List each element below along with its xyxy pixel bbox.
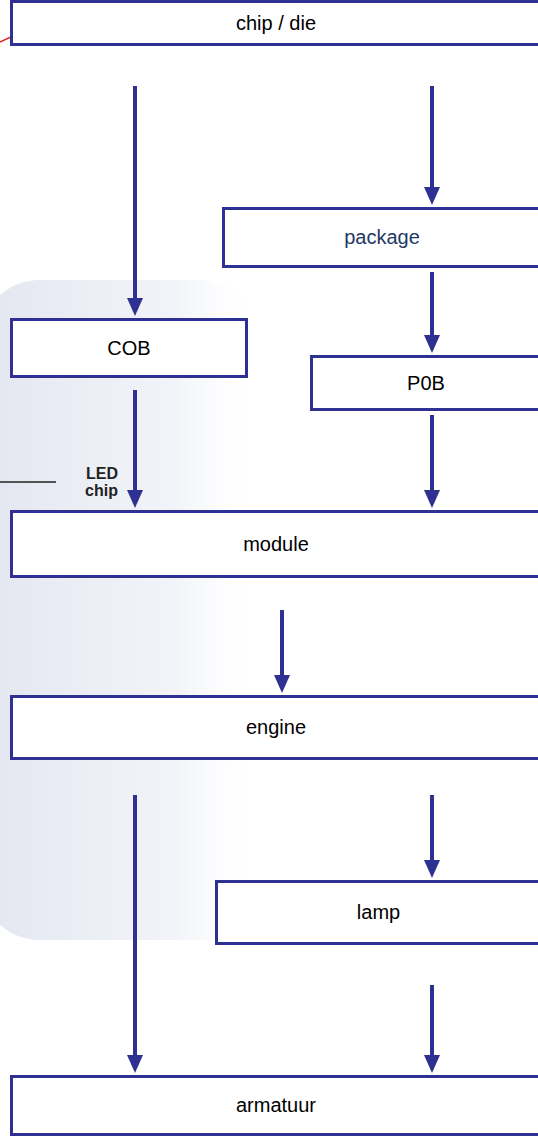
flow-arrow [127, 390, 143, 508]
process-box: COB [10, 318, 248, 378]
flow-arrow [424, 272, 440, 353]
box-label: engine [246, 716, 306, 739]
flow-arrow [274, 610, 290, 693]
flow-arrow [424, 795, 440, 878]
led-shape [0, 280, 260, 940]
box-label: armatuur [236, 1094, 316, 1117]
process-box: lamp [215, 880, 538, 945]
arrow-head [424, 1055, 440, 1073]
process-box: module [10, 510, 538, 578]
arrow-shaft [430, 795, 434, 862]
arrow-head [127, 490, 143, 508]
box-label: COB [107, 337, 150, 360]
arrow-head [424, 860, 440, 878]
flow-arrow [127, 795, 143, 1073]
arrow-shaft [133, 390, 137, 492]
box-label: P0B [407, 372, 445, 395]
arrow-shaft [430, 86, 434, 189]
flow-arrow [424, 415, 440, 508]
arrow-shaft [430, 272, 434, 337]
process-box: P0B [310, 355, 538, 411]
box-label: lamp [357, 901, 400, 924]
flow-arrow [127, 86, 143, 316]
arrow-head [274, 675, 290, 693]
process-box: engine [10, 695, 538, 760]
arrow-head [127, 298, 143, 316]
box-label: chip / die [236, 12, 316, 35]
arrow-shaft [133, 795, 137, 1057]
arrow-shaft [133, 86, 137, 300]
process-box: armatuur [10, 1075, 538, 1136]
box-label: module [243, 533, 309, 556]
arrow-shaft [430, 415, 434, 492]
leader-line [0, 481, 56, 483]
process-box: package [222, 207, 538, 268]
box-label: package [344, 226, 420, 249]
arrow-shaft [280, 610, 284, 677]
arrow-head [424, 335, 440, 353]
flow-arrow [424, 985, 440, 1073]
arrow-head [424, 187, 440, 205]
part-label: LED chip [74, 466, 118, 500]
process-box: chip / die [10, 0, 538, 46]
arrow-head [127, 1055, 143, 1073]
arrow-head [424, 490, 440, 508]
arrow-shaft [430, 985, 434, 1057]
flow-arrow [424, 86, 440, 205]
